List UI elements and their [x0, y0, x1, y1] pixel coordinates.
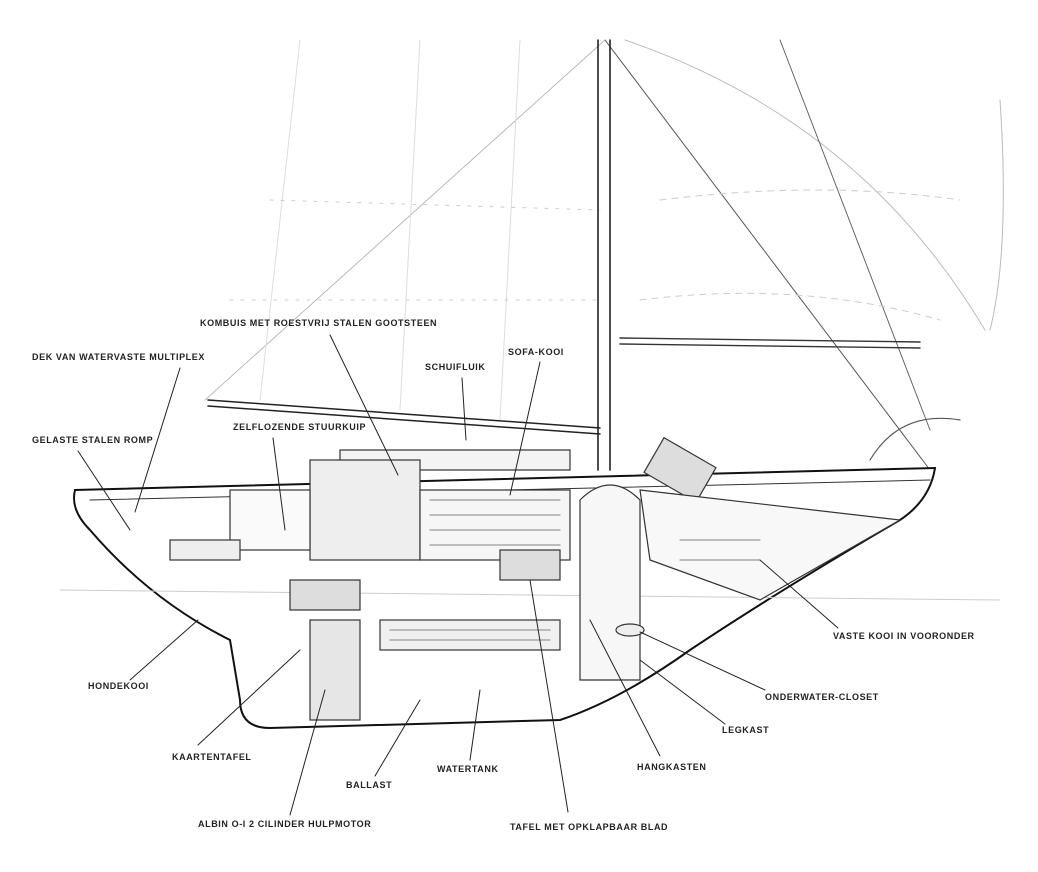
- label-locker: LEGKAST: [722, 725, 770, 735]
- label-forepeak-berth: VASTE KOOI IN VOORONDER: [833, 631, 975, 641]
- label-toilet: ONDERWATER-CLOSET: [765, 692, 879, 702]
- mast: [597, 39, 611, 471]
- label-hanging-lockers: HANGKASTEN: [637, 762, 707, 772]
- spinnaker-pole: [619, 337, 921, 349]
- label-hatch: SCHUIFLUIK: [425, 362, 486, 372]
- label-engine: ALBIN O-I 2 CILINDER HULPMOTOR: [198, 819, 372, 829]
- label-table: TAFEL MET OPKLAPBAAR BLAD: [510, 822, 669, 832]
- label-hull: GELASTE STALEN ROMP: [32, 435, 154, 445]
- label-sofa-berth: SOFA-KOOI: [508, 347, 564, 357]
- label-chart-table: KAARTENTAFEL: [172, 752, 252, 762]
- label-ballast: BALLAST: [346, 780, 393, 790]
- sails: [204, 39, 1004, 471]
- label-deck: DEK VAN WATERVASTE MULTIPLEX: [32, 352, 205, 362]
- label-quarter-berth: HONDEKOOI: [88, 681, 149, 691]
- label-galley: KOMBUIS MET ROESTVRIJ STALEN GOOTSTEEN: [200, 318, 438, 328]
- label-cockpit: ZELFLOZENDE STUURKUIP: [233, 422, 367, 432]
- label-watertank: WATERTANK: [437, 764, 499, 774]
- boom: [207, 399, 601, 435]
- leader-lines: [77, 334, 839, 816]
